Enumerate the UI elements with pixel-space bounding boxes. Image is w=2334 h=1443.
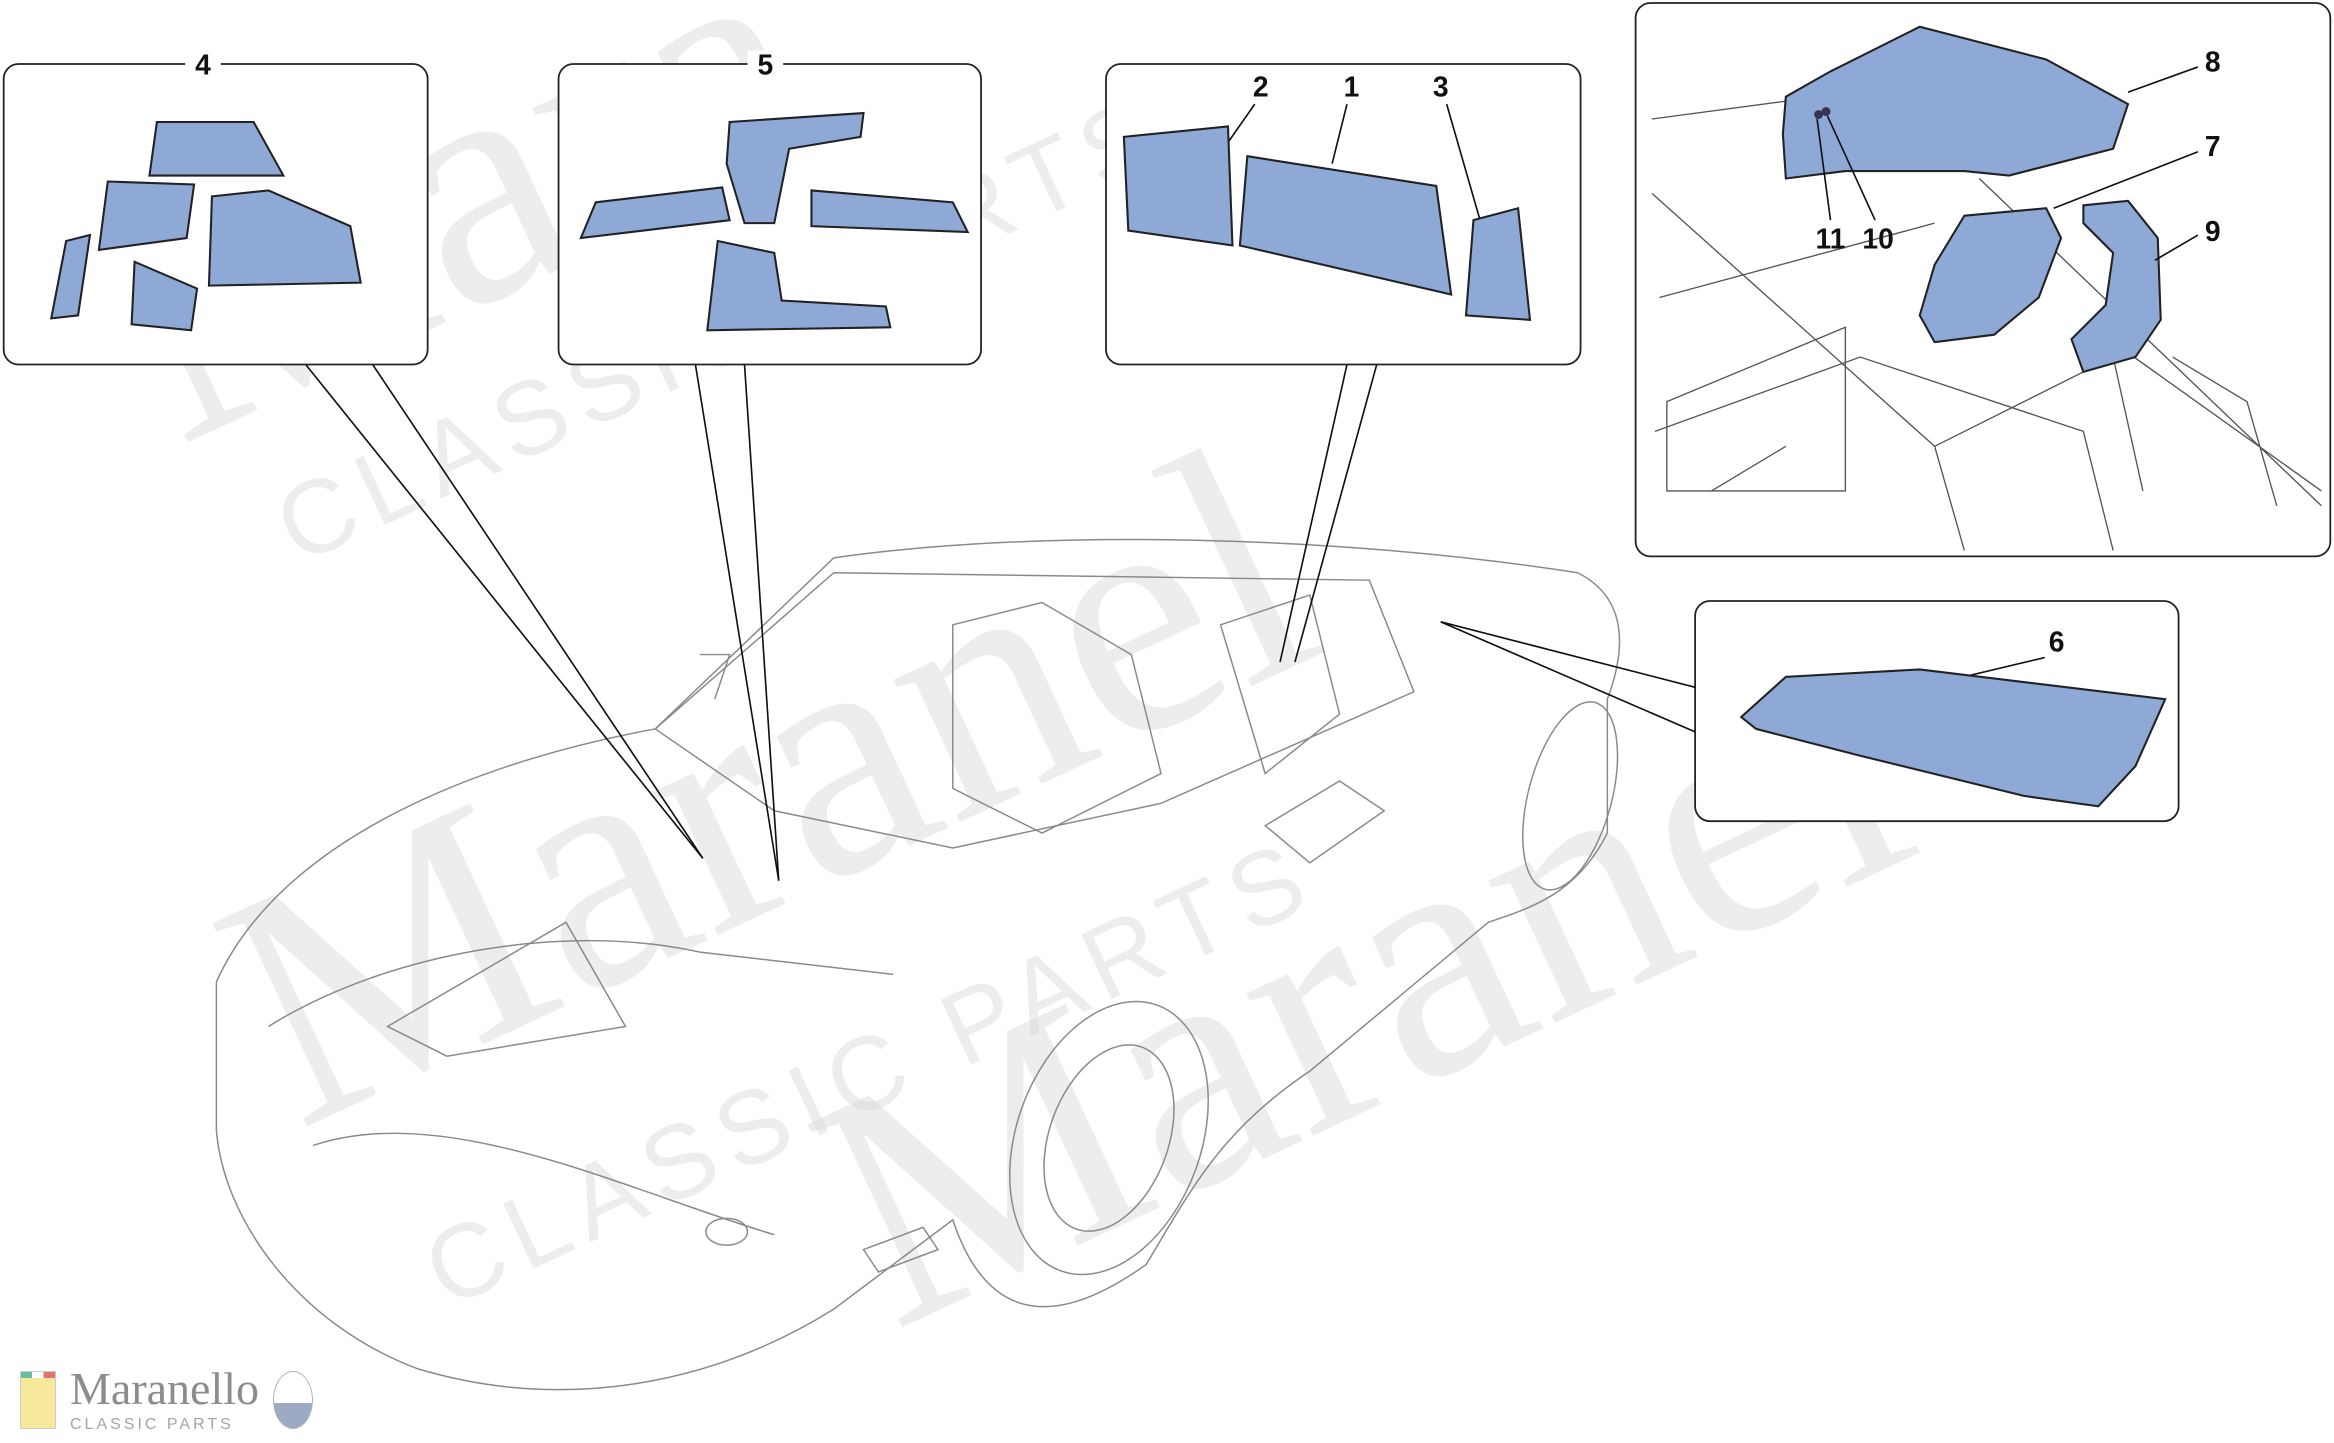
part-5-panel — [810, 189, 970, 234]
callout-2: 2 — [1253, 71, 1269, 103]
callout-3: 3 — [1433, 71, 1449, 103]
detail-box-7-11: 8 7 9 11 10 — [1634, 2, 2332, 558]
part-5-panel — [579, 186, 731, 240]
bolt-icon — [1814, 110, 1824, 120]
callout-4: 4 — [195, 48, 211, 80]
ferrari-shield-icon — [20, 1370, 56, 1429]
part-1 — [1238, 154, 1453, 296]
part-3 — [1464, 206, 1532, 321]
callout-7: 7 — [2205, 130, 2221, 162]
chassis-frame — [1651, 88, 2322, 551]
leader-lines — [305, 363, 1696, 881]
part-8 — [1781, 25, 2130, 180]
callout-10: 10 — [1862, 222, 1893, 254]
detail-box-6: 6 — [1694, 600, 2180, 823]
logo-brand: Maranello — [70, 1363, 260, 1414]
part-4-panel — [97, 180, 196, 252]
callout-11: 11 — [1816, 222, 1846, 254]
maserati-trident-icon — [273, 1370, 314, 1429]
detail-box-5: 5 — [557, 48, 982, 366]
callout-5: 5 — [757, 48, 773, 80]
part-5-panel — [706, 239, 892, 332]
part-4-panel — [49, 233, 92, 320]
bolt-icon — [1821, 107, 1831, 117]
part-4-panel — [148, 120, 286, 177]
part-4-panel — [130, 260, 199, 332]
detail-box-4: 4 — [2, 48, 429, 366]
part-2 — [1122, 125, 1234, 247]
detail-box-1-2-3: 2 1 3 — [1105, 63, 1582, 366]
callout-1: 1 — [1344, 71, 1360, 103]
part-6 — [1739, 668, 2167, 808]
callout-6: 6 — [2049, 626, 2065, 658]
maranello-logo: Maranello CLASSIC PARTS — [20, 1363, 314, 1434]
logo-sub: CLASSIC PARTS — [70, 1416, 234, 1433]
part-9 — [2070, 199, 2162, 374]
car-outline — [215, 538, 1621, 1391]
callout-9: 9 — [2205, 215, 2221, 247]
part-5-panel — [725, 111, 865, 225]
part-4-panel — [207, 189, 362, 287]
callout-8: 8 — [2205, 45, 2221, 77]
part-7 — [1918, 207, 2063, 344]
